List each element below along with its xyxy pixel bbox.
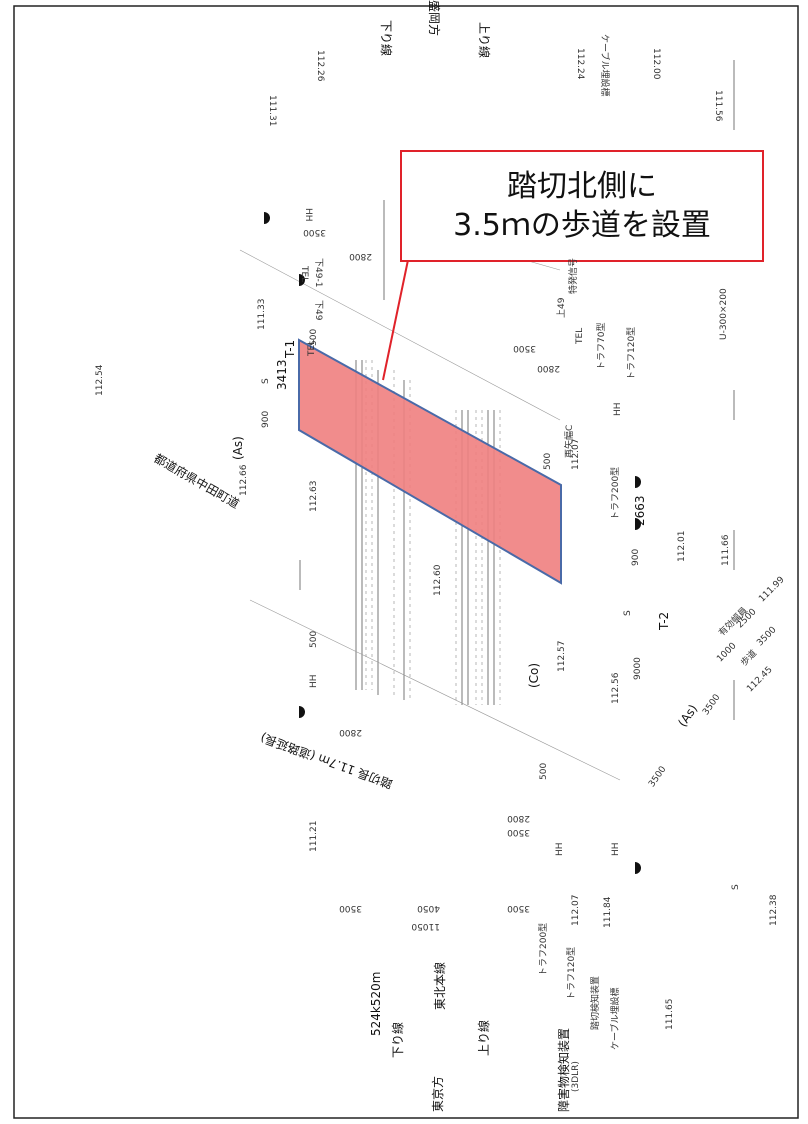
elev-11260: 112.60 <box>433 564 443 597</box>
dim-9000: 9000 <box>633 657 643 680</box>
label-obstacle-sub: (3DLR) <box>571 1061 581 1092</box>
label-tel1: TEL <box>299 266 309 283</box>
dim-900a: 900 <box>261 410 271 428</box>
label-down-line-top: 下り線 <box>379 20 393 57</box>
dim-3500b: 3500 <box>513 343 536 353</box>
dim-11050: 11050 <box>411 921 440 931</box>
label-t2: T-2 <box>657 611 671 630</box>
dim-3413: 3413 <box>275 359 289 390</box>
label-hh5: HH <box>611 842 621 856</box>
s1: S <box>261 378 271 384</box>
dim-2800b: 2800 <box>537 363 560 373</box>
elev-11266: 112.66 <box>239 464 249 497</box>
label-morioka: 盛岡方 <box>427 0 441 37</box>
elev-11256: 112.56 <box>611 672 621 705</box>
label-tokyo: 東京方 <box>431 1075 445 1112</box>
elev-11207: 112.07 <box>571 438 581 471</box>
label-cable-bottom: ケーブル埋設標 <box>611 987 621 1050</box>
elev-11166: 111.66 <box>721 534 731 567</box>
label-hh2: HH <box>613 402 623 416</box>
elev-11165: 111.65 <box>665 998 675 1031</box>
callout-leader <box>382 259 409 381</box>
label-trough120: トラフ120型 <box>627 326 637 380</box>
label-hh1: HH <box>303 208 313 222</box>
label-tel3: TEL <box>575 327 585 344</box>
label-co: (Co) <box>527 662 541 688</box>
callout-line2: 3.5ｍの歩道を設置 <box>453 208 711 243</box>
label-down49-1: 下49-1 <box>313 258 323 288</box>
label-up-line-top: 上り線 <box>477 22 491 59</box>
sidewalk-highlight <box>298 338 562 585</box>
dim-4050: 4050 <box>417 903 440 913</box>
label-trough70: トラフ70型 <box>597 322 607 370</box>
label-trough200b: トラフ200型 <box>611 466 621 520</box>
label-as1: (As) <box>231 436 245 460</box>
dim-500b: 500 <box>543 452 553 470</box>
label-up49: 上49 <box>557 297 567 318</box>
label-down-line-bottom: 下り線 <box>391 1021 405 1058</box>
dim-2663: 2663 <box>633 495 647 526</box>
elev-11224: 112.24 <box>575 48 585 80</box>
elev-11156: 111.56 <box>713 90 723 122</box>
dim-500c: 500 <box>309 630 319 648</box>
label-obstacle: 障害物検知装置 <box>557 1027 571 1112</box>
label-tohoku: 東北本線 <box>433 961 447 1010</box>
drawing-frame <box>13 5 799 1119</box>
label-trough200: トラフ200型 <box>539 922 549 976</box>
label-tel2: TEL <box>307 339 317 356</box>
label-hh4: HH <box>555 842 565 856</box>
dim-2800c: 2800 <box>339 727 362 737</box>
elev-11200: 112.00 <box>651 48 661 80</box>
label-u300: U-300×200 <box>719 288 729 340</box>
label-signal: 特発信号 <box>569 257 579 294</box>
elev-11257: 112.57 <box>557 640 567 673</box>
pole-symbols <box>264 212 641 874</box>
label-t1: T-1 <box>283 339 297 358</box>
elev-11121: 111.21 <box>309 820 319 853</box>
elev-11238: 112.38 <box>769 894 779 927</box>
dim-3500f: 3500 <box>339 903 362 913</box>
elev-11201: 112.01 <box>677 530 687 563</box>
label-crossing-device: 踏切検知装置 <box>591 975 601 1030</box>
elev-11254: 112.54 <box>95 364 105 397</box>
dim-900b: 900 <box>631 548 641 566</box>
dim-3500e: 3500 <box>507 827 530 837</box>
label-km: 524k520m <box>369 971 383 1036</box>
elev-11263: 112.63 <box>309 480 319 513</box>
label-down49: 下49 <box>313 300 323 321</box>
dim-500d: 500 <box>539 762 549 780</box>
label-hh3: HH <box>309 674 319 688</box>
dim-2800d: 2800 <box>507 813 530 823</box>
label-cable-top: ケーブル埋設標 <box>599 34 609 97</box>
elev-11207b: 112.07 <box>571 894 581 927</box>
elev-11133: 111.33 <box>257 298 267 331</box>
callout-box: 踏切北側に 3.5ｍの歩道を設置 <box>400 150 764 262</box>
s2: S <box>623 610 633 616</box>
elev-11131: 111.31 <box>267 95 277 127</box>
callout-line1: 踏切北側に <box>507 169 657 204</box>
dim-3500g: 3500 <box>507 903 530 913</box>
label-up-line-bottom: 上り線 <box>477 1019 491 1056</box>
dim-2800a: 2800 <box>349 251 372 261</box>
dim-3500a: 3500 <box>303 227 326 237</box>
label-trough120b: トラフ120型 <box>567 946 577 1000</box>
elev-11226: 112.26 <box>315 50 325 82</box>
elev-11184: 111.84 <box>603 896 613 929</box>
s3: S <box>731 884 741 890</box>
